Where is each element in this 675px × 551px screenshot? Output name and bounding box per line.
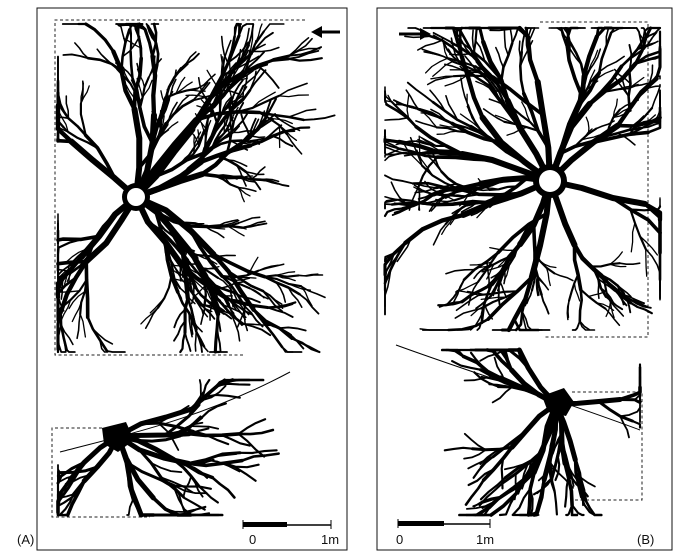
panel-b-scale-end: 1m: [476, 532, 494, 547]
panel-a-plan-roots: [58, 24, 335, 352]
arrow-left-icon: [311, 26, 340, 38]
panel-a: (A) 0 1m: [17, 8, 347, 550]
panel-a-scale-end: 1m: [321, 532, 339, 547]
panel-b-side-view: [396, 345, 642, 515]
panel-a-label: (A): [17, 532, 34, 547]
panel-b-scale-bar: [398, 519, 490, 528]
stem-base-a: [127, 188, 145, 206]
panel-a-side-view: [52, 372, 290, 517]
panel-b-label: (B): [637, 532, 654, 547]
panel-b-scale-start: 0: [396, 532, 403, 547]
panel-b: (B) 0 1m: [377, 8, 672, 550]
panel-b-plan-roots: [385, 28, 660, 330]
panel-a-scale-bar: [243, 520, 331, 529]
panel-a-scale-start: 0: [249, 532, 256, 547]
stem-base-b: [539, 170, 561, 192]
